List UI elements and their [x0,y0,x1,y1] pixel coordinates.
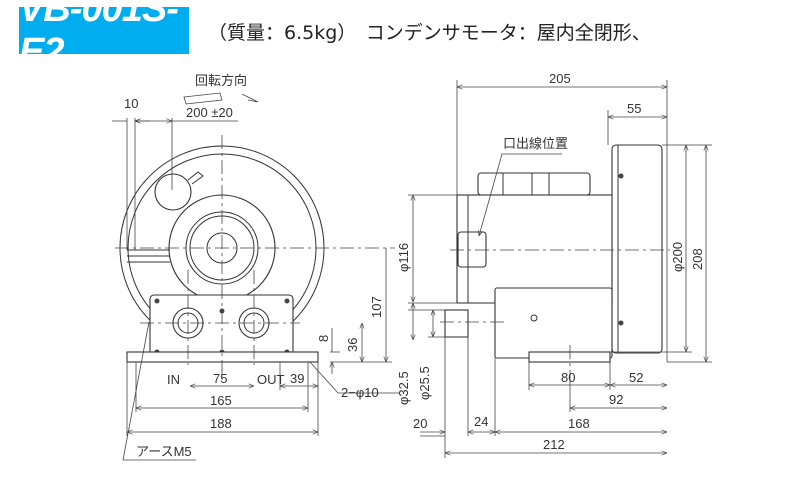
hole-label: 2−φ10 [341,385,379,400]
svg-text:IN: IN [167,372,180,387]
lead-outlet [457,231,487,268]
svg-text:55: 55 [627,101,641,116]
svg-text:φ200: φ200 [670,242,685,272]
svg-text:52: 52 [629,370,643,385]
svg-text:φ116: φ116 [396,243,411,272]
lead-label: 口出線位置 [503,136,568,151]
capacitor [154,173,192,211]
mounting-foot [126,351,319,363]
side-view: 205 55 口出線位置 φ116 φ32.5 φ25.5 φ200 208 8… [396,71,712,458]
svg-text:188: 188 [210,416,232,431]
svg-text:36: 36 [345,338,360,352]
inlet-pipe [444,309,469,338]
rotation-label: 回転方向 [195,73,247,88]
svg-text:φ32.5: φ32.5 [396,371,411,405]
svg-text:OUT: OUT [257,372,285,387]
svg-text:φ25.5: φ25.5 [417,366,432,400]
base-plate [149,294,294,359]
svg-text:205: 205 [549,71,571,86]
svg-text:212: 212 [543,437,565,452]
svg-text:200 ±20: 200 ±20 [186,105,233,120]
terminal-box [477,172,591,196]
svg-text:208: 208 [690,248,705,270]
model-title-badge: VB-001S-E2 [19,0,189,73]
svg-text:24: 24 [474,414,488,429]
rotation-arrow-icon [183,92,259,105]
svg-text:20: 20 [413,416,427,431]
svg-text:8: 8 [316,335,331,342]
front-view: 回転方向 10 200 ±20 IN OUT 75 39 165 188 107… [112,73,400,461]
lower-casing [494,287,613,359]
svg-text:107: 107 [369,296,384,318]
svg-text:10: 10 [124,96,138,111]
spec-text: （質量：6.5kg） コンデンサモータ：屋内全閉形、 [208,22,651,44]
svg-text:168: 168 [568,416,590,431]
svg-text:75: 75 [213,371,227,386]
svg-text:80: 80 [561,370,575,385]
svg-text:39: 39 [290,371,304,386]
svg-text:92: 92 [609,392,623,407]
model-title: VB-001S-E2 [19,0,179,73]
side-foot [528,351,611,363]
earth-label: アースM5 [136,444,192,459]
svg-text:165: 165 [210,393,232,408]
